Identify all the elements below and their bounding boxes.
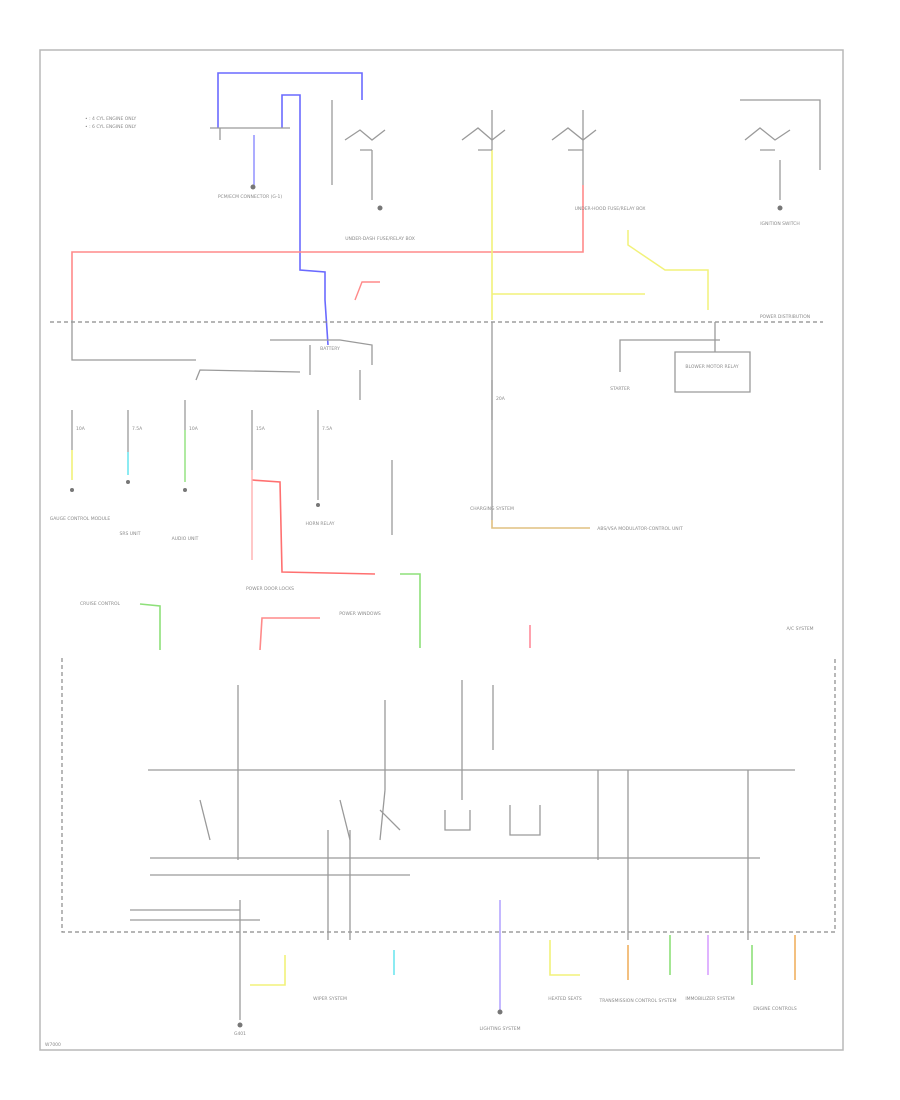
label-power-windows: POWER WINDOWS [339,611,381,617]
label-ign-switch: IGNITION SWITCH [760,221,800,227]
label-srs: SRS UNIT [119,531,140,537]
ign-switch-2 [461,127,506,151]
label-top-left-conn: PCM/ECM CONNECTOR (G-1) [218,194,283,200]
page-code: W7000 [45,1042,61,1048]
lower-v2 [379,700,386,841]
label-transmission: TRANSMISSION CONTROL SYSTEM [599,998,677,1004]
lower-box-1 [444,805,541,836]
wire-red-relay2 [259,617,320,651]
label-ac: A/C SYSTEM [786,626,813,632]
wire-blue-main [281,94,329,346]
label-charging: CHARGING SYSTEM [470,506,514,512]
wire-green-right [400,573,421,648]
label-heated-seats: HEATED SEATS [548,996,582,1002]
label-starter: STARTER [610,386,630,392]
ign-switch-3 [551,127,597,151]
bus-lower-4 [130,909,260,921]
fuse-label-6: 20A [496,396,506,402]
ground-icon [70,184,783,1028]
wire-red-lower [251,479,376,575]
wire-relay-box [674,351,751,393]
label-under-dash: UNDER-DASH FUSE/RELAY BOX [345,236,415,242]
label-under-hood: UNDER-HOOD FUSE/RELAY BOX [575,206,646,212]
label-power-dist: POWER DISTRIBUTION [760,314,810,320]
label-anti-theft: IMMOBILIZER SYSTEM [685,996,734,1002]
lower-diag-1 [199,799,401,841]
diagram-frame [39,49,844,1051]
label-wipers: WIPER SYSTEM [313,996,347,1002]
label-battery: BATTERY [320,346,340,352]
stub-yellow-2 [549,940,580,976]
legend-line-1: • : 4 CYL ENGINE ONLY [85,116,137,122]
ign-switch-1 [344,129,386,151]
wire-underhood [195,339,373,400]
fuse-label-3: 10A [189,426,199,432]
wire-red-relay [354,281,380,301]
wire-yellow-relay [627,230,709,310]
label-engine-ctrl: ENGINE CONTROLS [753,1006,797,1012]
fuse-label-4: 15A [256,426,266,432]
label-power-locks: POWER DOOR LOCKS [246,586,294,592]
wire-top-relay [210,127,290,140]
fuse-label-2: 7.5A [132,426,143,432]
bus-lower-dashed [61,658,836,933]
label-lighting: LIGHTING SYSTEM [479,1026,520,1032]
wire-relay-feed [619,322,720,372]
ign-switch-4 [744,127,791,151]
fuse-label-5: 7.5A [322,426,333,432]
wire-tan-starter [491,520,590,529]
stub-yellow-1 [250,955,286,986]
label-audio: AUDIO UNIT [172,536,199,542]
fuse-label-1: 10A [76,426,86,432]
wire-red-main [71,185,584,320]
legend-line-2: • : 6 CYL ENGINE ONLY [85,124,137,130]
wire-green-left [139,603,161,650]
label-blower: BLOWER MOTOR RELAY [685,364,738,370]
wire-blue-top [217,72,363,128]
lower-v8 [327,830,351,940]
label-horn: HORN RELAY [306,521,335,527]
label-instr: GAUGE CONTROL MODULE [50,516,111,522]
wire-battery-left [71,320,196,361]
wire-ign4 [740,99,821,200]
label-cruise: CRUISE CONTROL [80,601,120,607]
label-abs: ABS/VSA MODULATOR-CONTROL UNIT [597,526,683,532]
label-gnd: G401 [234,1031,246,1037]
